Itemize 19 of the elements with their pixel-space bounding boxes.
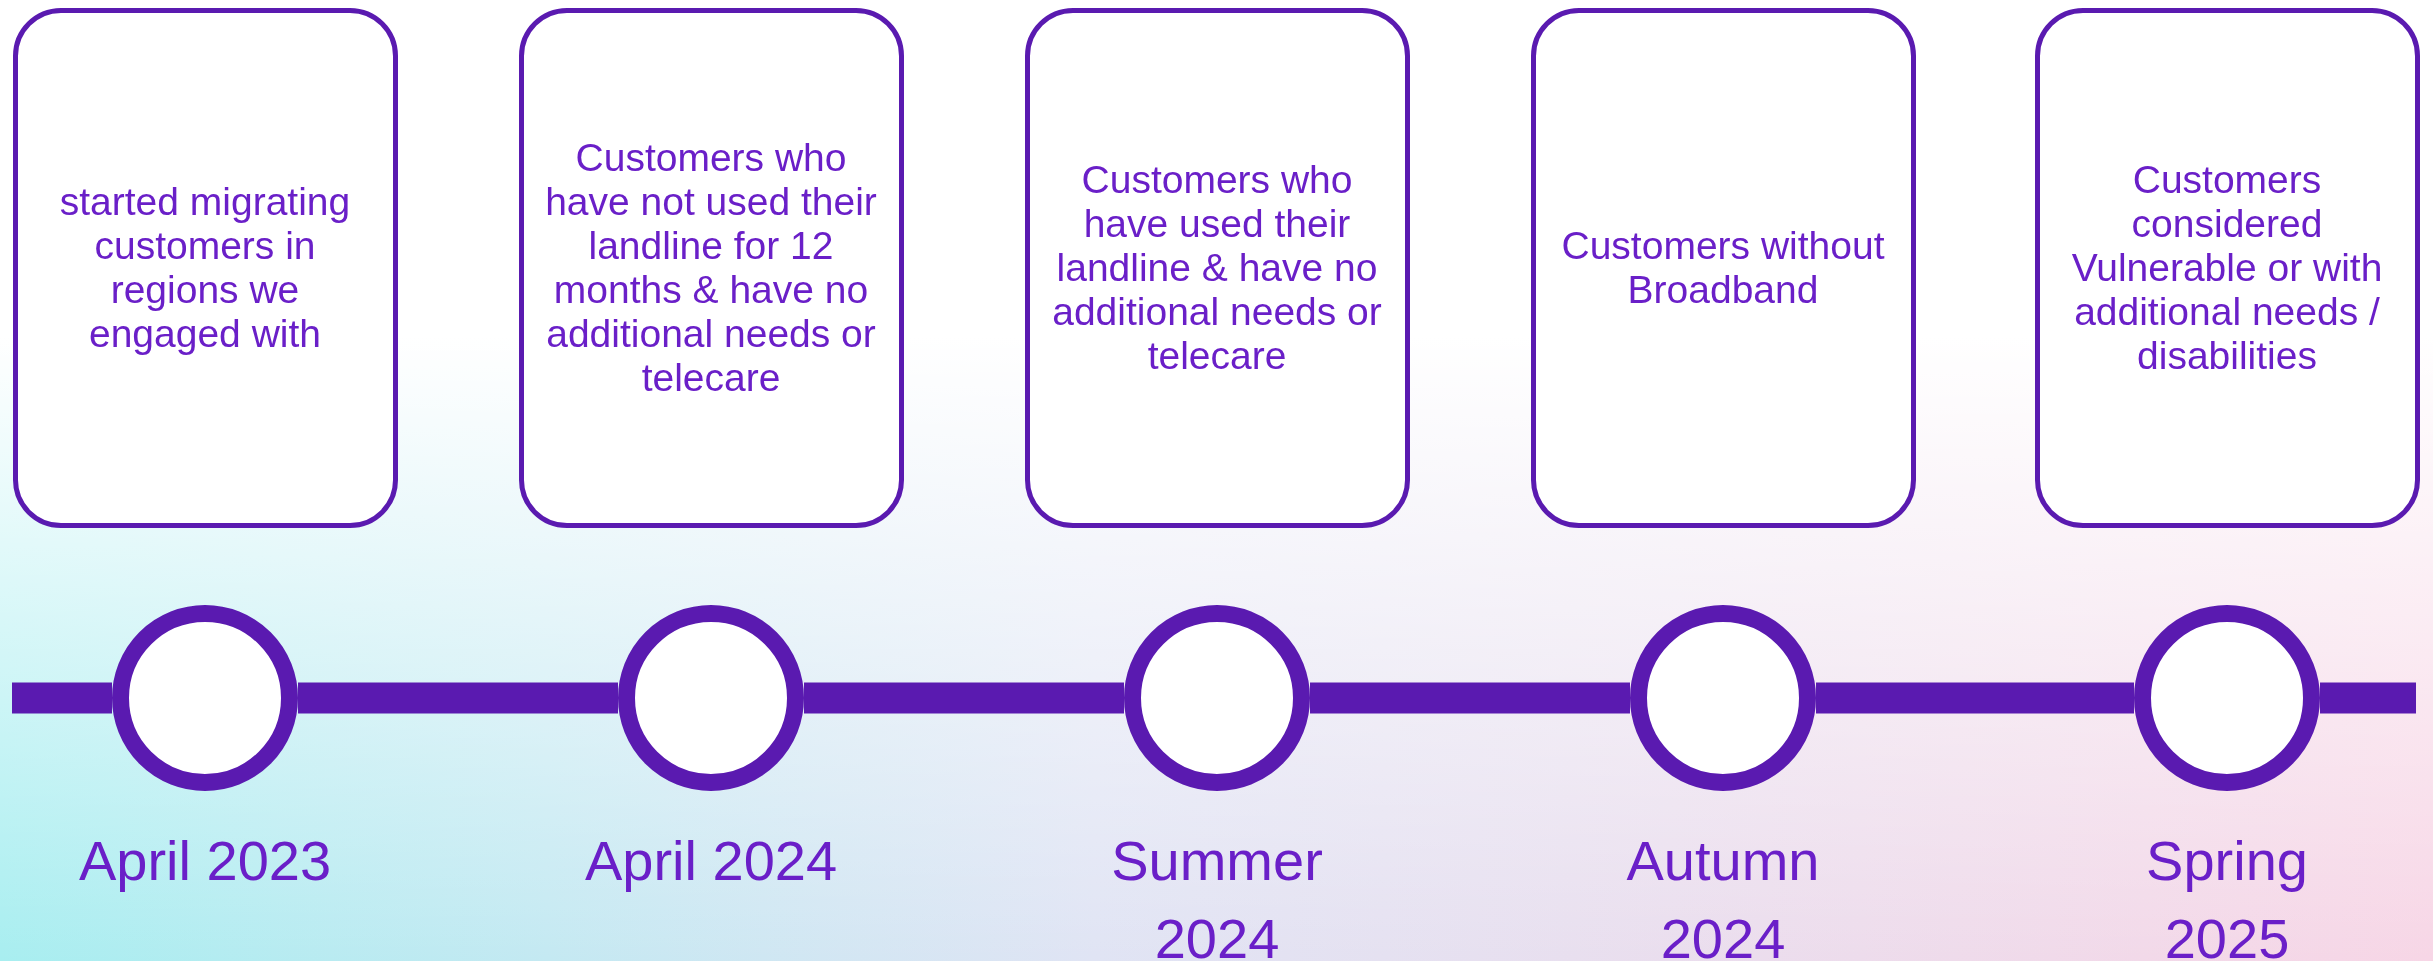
- milestone-date: Spring 2025: [2145, 828, 2309, 961]
- timeline-line: [298, 682, 618, 714]
- milestone-date: Autumn 2024: [1625, 828, 1821, 961]
- milestone-date: April 2024: [583, 828, 839, 894]
- milestone-date: Summer 2024: [1110, 828, 1324, 961]
- milestone-card: [2034, 8, 2420, 528]
- milestone-date: April 2023: [77, 828, 333, 894]
- milestone-card: [1024, 8, 1410, 528]
- timeline-line: [804, 682, 1124, 714]
- milestone-card: [1530, 8, 1916, 528]
- milestone-card: [518, 8, 904, 528]
- milestone-description: Customers considered Vulnerable or with additional needs / disabilities: [2070, 158, 2384, 378]
- milestone-card: [12, 8, 398, 528]
- milestone-description: started migrating customers in regions we engaged with: [58, 180, 352, 356]
- timeline-line: [1816, 682, 2134, 714]
- milestone-description: Customers who have used their landline & have no additional needs or telecare: [1051, 158, 1383, 378]
- milestone-description: Customers who have not used their landline for 12 months & have no additional needs or telecare: [544, 136, 878, 400]
- timeline-line: [1310, 682, 1630, 714]
- milestone-description: Customers without Broadband: [1560, 224, 1886, 312]
